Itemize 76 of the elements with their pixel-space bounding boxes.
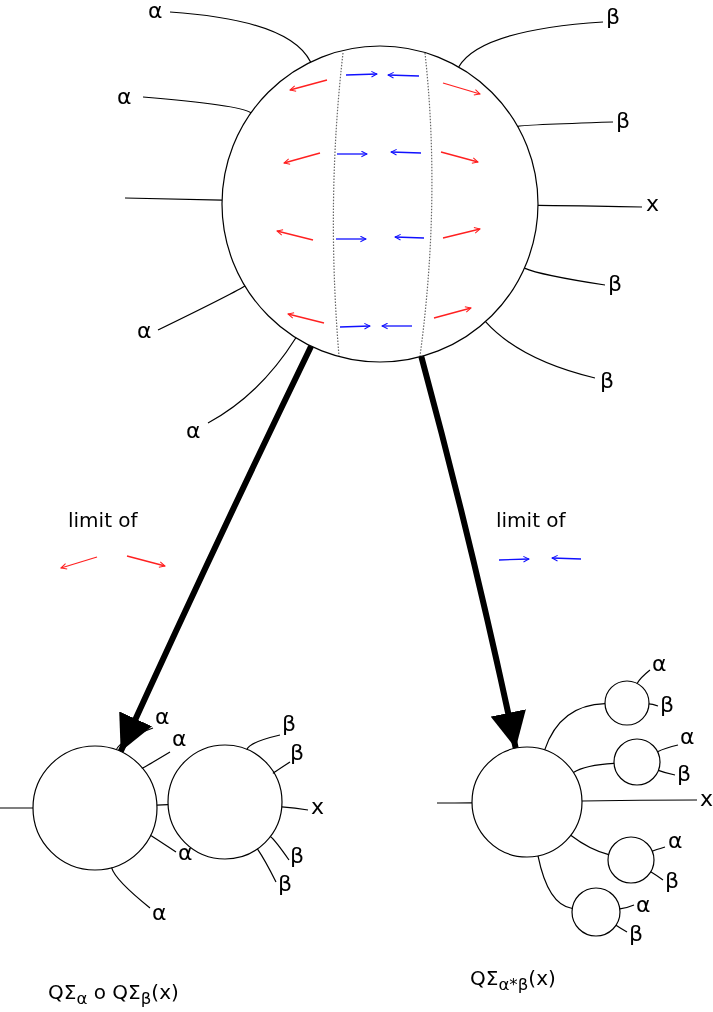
leg-label: α bbox=[117, 86, 132, 108]
leg-line bbox=[458, 21, 604, 68]
leg-line bbox=[570, 834, 610, 856]
leg-label: x bbox=[646, 193, 660, 215]
leg-label: α bbox=[178, 842, 193, 864]
leg-line bbox=[615, 924, 628, 933]
circle bbox=[167, 744, 283, 860]
leg-line bbox=[537, 855, 573, 910]
circle bbox=[607, 836, 655, 884]
edge-label: limit of bbox=[496, 508, 566, 532]
leg-line bbox=[657, 744, 679, 753]
leg-line bbox=[0, 807, 34, 809]
leg-label: β bbox=[677, 763, 692, 785]
leg-line bbox=[141, 751, 171, 769]
leg-label: β bbox=[282, 713, 297, 735]
leg-label: α bbox=[155, 706, 170, 728]
leg-line bbox=[651, 846, 666, 852]
leg-line bbox=[657, 769, 676, 776]
leg-label: β bbox=[290, 845, 305, 867]
leg-line bbox=[537, 204, 643, 208]
leg-label: x bbox=[700, 788, 713, 810]
leg-label: α bbox=[636, 894, 651, 916]
leg-line bbox=[484, 321, 596, 379]
leg-label: α bbox=[652, 653, 667, 675]
leg-line bbox=[523, 267, 606, 286]
leg-line bbox=[581, 799, 698, 802]
leg-line bbox=[246, 734, 281, 750]
leg-label: α bbox=[186, 420, 201, 442]
leg-label: β bbox=[278, 873, 293, 895]
leg-line bbox=[436, 802, 473, 804]
leg-line bbox=[157, 285, 246, 331]
circle bbox=[32, 745, 158, 871]
leg-line bbox=[650, 871, 664, 881]
leg-label: α bbox=[172, 728, 187, 750]
arrow bbox=[117, 344, 314, 753]
leg-line bbox=[169, 11, 312, 63]
leg-label: β bbox=[290, 742, 305, 764]
leg-label: β bbox=[665, 870, 680, 892]
leg-line bbox=[111, 867, 151, 909]
leg-line bbox=[115, 727, 154, 751]
leg-line bbox=[156, 804, 169, 806]
leg-label: β bbox=[600, 370, 615, 392]
formula-caption: QΣ$_{α*β}$(x) bbox=[470, 966, 556, 996]
leg-label: α bbox=[668, 830, 683, 852]
leg-label: β bbox=[629, 923, 644, 945]
leg-label: α bbox=[148, 0, 163, 22]
leg-line bbox=[124, 197, 223, 201]
leg-label: β bbox=[608, 273, 623, 295]
leg-line bbox=[256, 848, 277, 883]
leg-line bbox=[269, 835, 290, 861]
edge-label: limit of bbox=[68, 508, 138, 532]
formula-caption: QΣ$_{α}$ o QΣ$_{β}$(x) bbox=[48, 980, 179, 1010]
leg-label: α bbox=[680, 726, 695, 748]
leg-line bbox=[150, 834, 177, 853]
circle bbox=[471, 746, 583, 858]
circle bbox=[571, 887, 621, 937]
leg-label: β bbox=[660, 694, 675, 716]
leg-line bbox=[142, 96, 252, 114]
leg-line bbox=[517, 121, 614, 127]
circle bbox=[613, 738, 661, 786]
leg-label: β bbox=[606, 6, 621, 28]
leg-line bbox=[636, 669, 651, 685]
leg-line bbox=[572, 762, 615, 773]
leg-line bbox=[619, 904, 635, 910]
leg-label: α bbox=[137, 320, 152, 342]
leg-line bbox=[648, 703, 659, 707]
leg-line bbox=[544, 703, 606, 751]
leg-label: x bbox=[311, 796, 325, 818]
leg-label: α bbox=[152, 902, 167, 924]
circle bbox=[604, 680, 650, 726]
leg-label: β bbox=[616, 110, 631, 132]
leg-line bbox=[281, 806, 309, 811]
circle bbox=[221, 45, 539, 363]
leg-line bbox=[207, 337, 297, 424]
arrow bbox=[418, 355, 526, 749]
leg-line bbox=[272, 761, 291, 774]
